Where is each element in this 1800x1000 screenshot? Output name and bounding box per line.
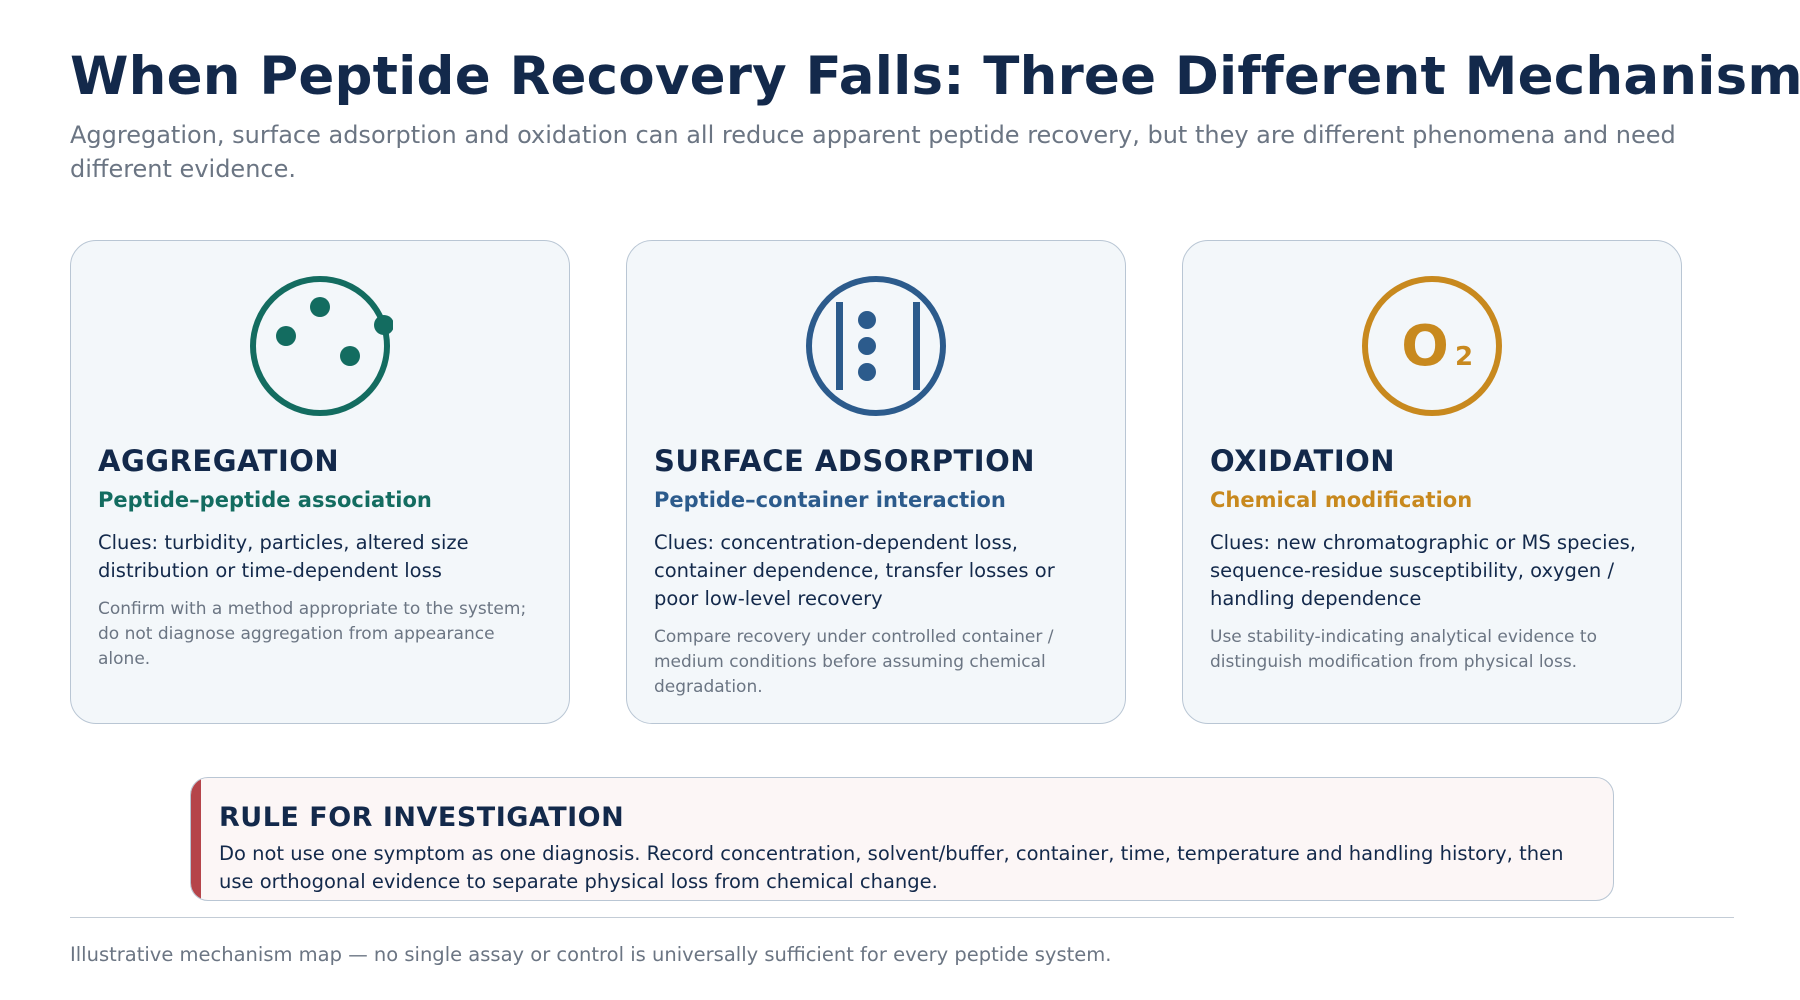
rule-accent-bar bbox=[191, 778, 201, 900]
card-heading: AGGREGATION bbox=[98, 444, 340, 478]
card-subheading: Peptide–peptide association bbox=[98, 488, 432, 512]
footer-divider bbox=[70, 917, 1734, 918]
card-heading: SURFACE ADSORPTION bbox=[654, 444, 1036, 478]
card-note: Compare recovery under controlled contai… bbox=[654, 627, 1054, 697]
oxidation-icon: O 2 bbox=[1362, 276, 1502, 416]
oxidation-subscript: 2 bbox=[1455, 342, 1473, 372]
card-subheading: Peptide–container interaction bbox=[654, 488, 1006, 512]
aggregation-card: AGGREGATION Peptide–peptide association … bbox=[70, 240, 570, 724]
card-clues: Clues: turbidity, particles, altered siz… bbox=[98, 531, 469, 582]
page-subtitle: Aggregation, surface adsorption and oxid… bbox=[70, 121, 1676, 183]
rule-title: RULE FOR INVESTIGATION bbox=[219, 802, 625, 833]
page-title: When Peptide Recovery Falls: Three Diffe… bbox=[70, 46, 1800, 107]
oxidation-symbol: O bbox=[1401, 314, 1449, 379]
surface-adsorption-icon bbox=[806, 276, 946, 416]
surface-adsorption-card: SURFACE ADSORPTION Peptide–container int… bbox=[626, 240, 1126, 724]
card-note: Use stability-indicating analytical evid… bbox=[1210, 627, 1597, 672]
footnote: Illustrative mechanism map — no single a… bbox=[70, 943, 1112, 966]
card-clues: Clues: concentration-dependent loss, con… bbox=[654, 531, 1055, 610]
card-note: Confirm with a method appropriate to the… bbox=[98, 599, 527, 669]
card-clues: Clues: new chromatographic or MS species… bbox=[1210, 531, 1636, 610]
card-subheading: Chemical modification bbox=[1210, 488, 1473, 512]
rule-body: Do not use one symptom as one diagnosis.… bbox=[219, 842, 1564, 893]
investigation-rule-box: RULE FOR INVESTIGATION Do not use one sy… bbox=[190, 777, 1614, 901]
oxidation-card: O 2 OXIDATION Chemical modification Clue… bbox=[1182, 240, 1682, 724]
aggregation-icon bbox=[250, 276, 393, 416]
card-heading: OXIDATION bbox=[1210, 444, 1396, 478]
